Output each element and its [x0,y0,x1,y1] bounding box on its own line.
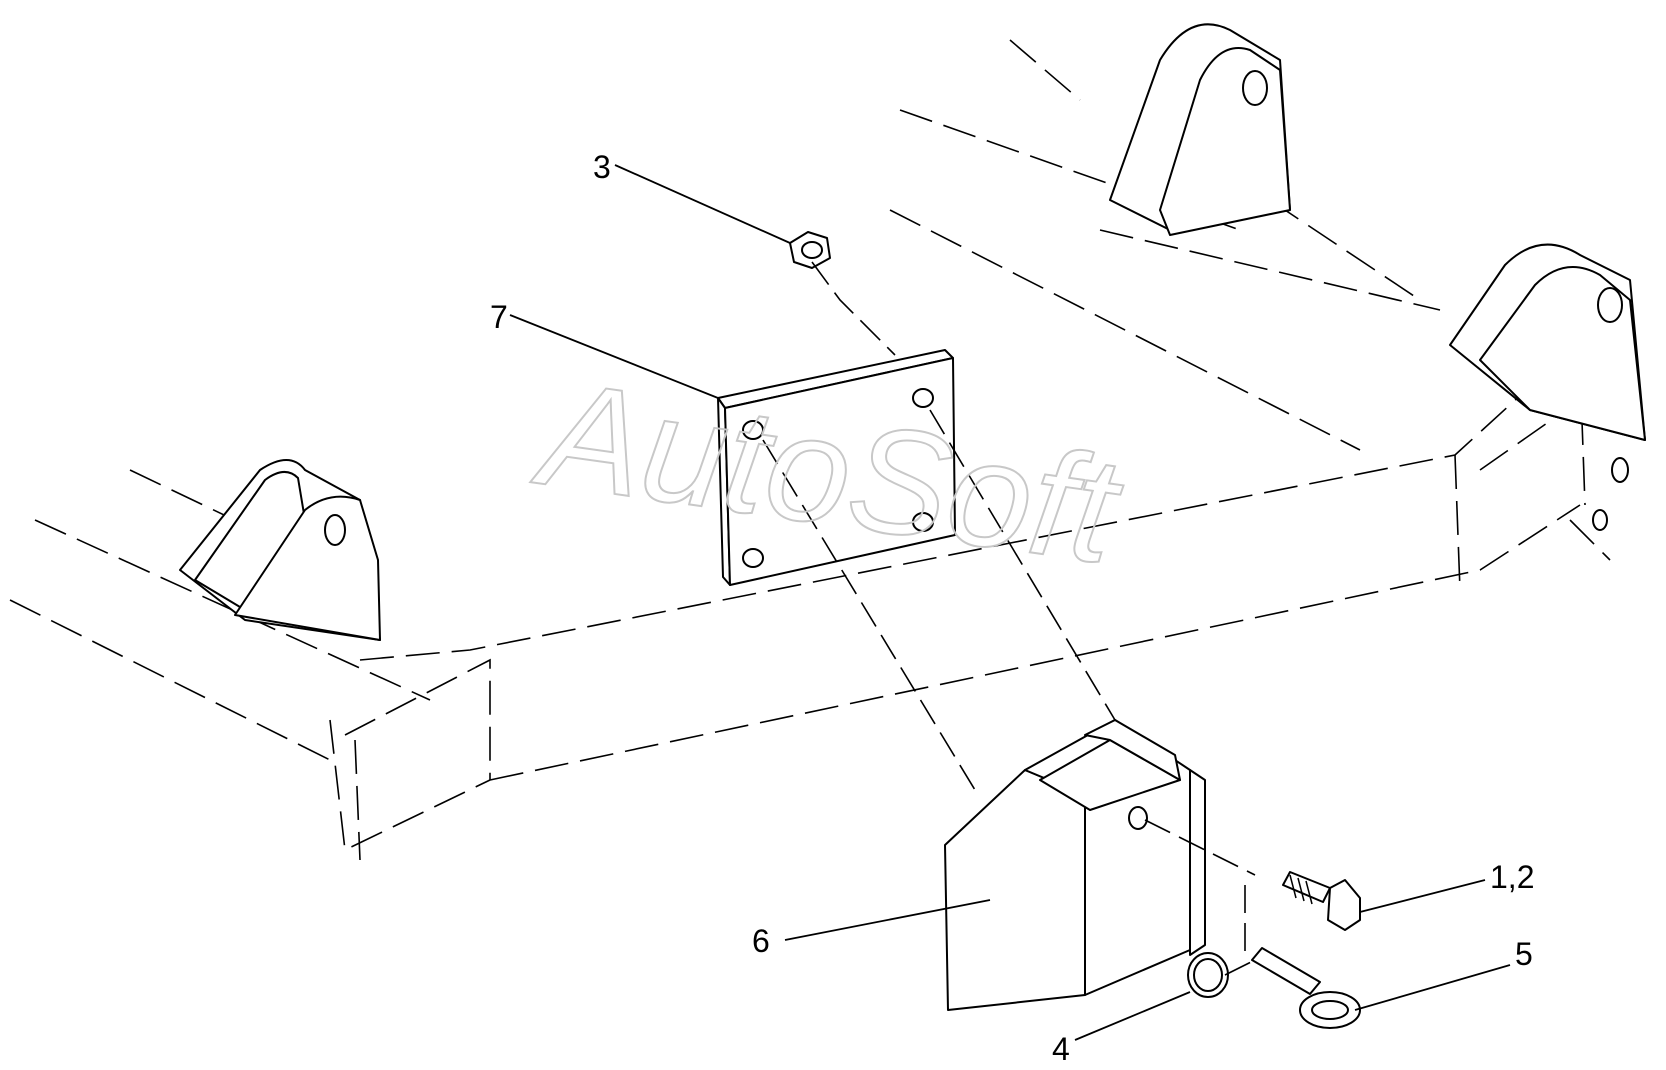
callout-3: 3 [593,149,611,185]
mounting-plate [717,349,956,586]
assembly-lines [762,261,1256,976]
center-mounting-lug [1109,23,1291,236]
callout-5: 5 [1515,936,1533,972]
snap-ring [1187,952,1229,998]
hitch-block [944,719,1206,1011]
callout-1-2: 1,2 [1490,859,1534,895]
callout-4: 4 [1052,1031,1070,1067]
callout-6: 6 [752,923,770,959]
lock-nut [789,231,831,269]
callout-labels: 3 7 1,2 5 6 4 [490,149,1534,1067]
lynch-pin [1251,947,1361,1029]
callout-7: 7 [490,299,508,335]
left-mounting-lug [179,459,381,641]
right-mounting-lug [1449,243,1646,531]
hex-bolt [1282,871,1361,931]
callout-leaders [509,164,1511,1041]
